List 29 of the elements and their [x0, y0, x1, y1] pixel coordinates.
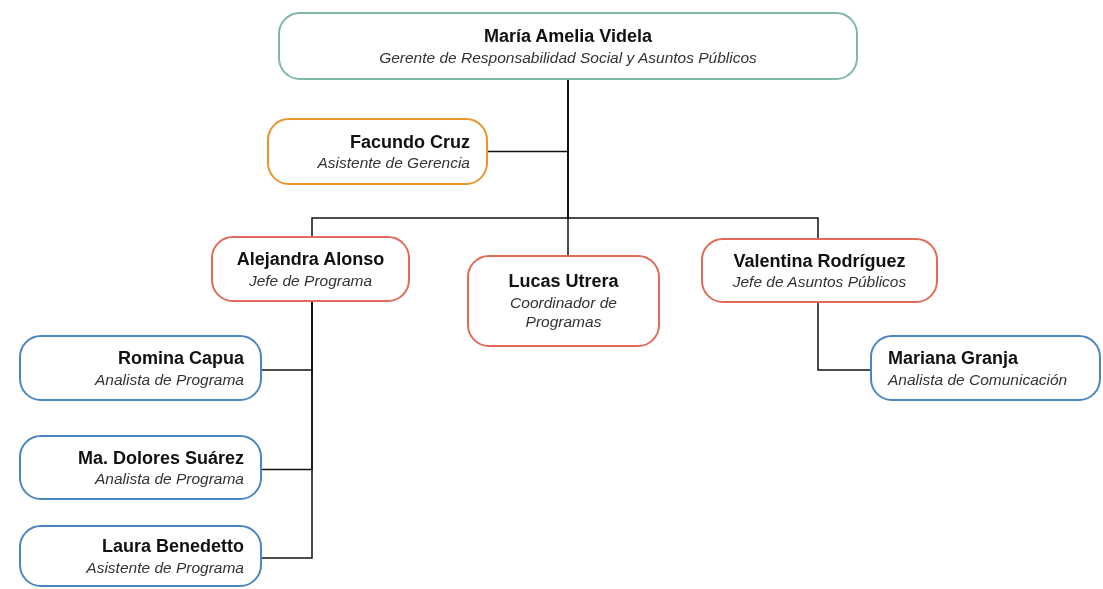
- person-name: Valentina Rodríguez: [733, 249, 906, 273]
- job-title: Gerente de Responsabilidad Social y Asuntos Públicos: [379, 47, 757, 67]
- job-title: Analista de Comunicación: [888, 369, 1068, 389]
- person-box: [278, 12, 858, 80]
- job-title: Jefe de Asuntos Públicos: [732, 272, 907, 292]
- connector-line: [261, 301, 313, 559]
- person-name: Lucas Utrera: [508, 270, 619, 293]
- person-name: Laura Benedetto: [101, 535, 244, 558]
- person-box: [211, 236, 410, 302]
- job-title: Coordinador de Programas: [509, 292, 618, 332]
- person-box: [19, 525, 262, 587]
- person-name: Alejandra Alonso: [236, 248, 385, 271]
- person-box: [19, 335, 262, 401]
- job-title: Asistente de Programa: [86, 557, 244, 577]
- person-box: [19, 435, 262, 500]
- job-title: Jefe de Programa: [248, 270, 373, 290]
- person-name: Romina Capua: [117, 347, 244, 370]
- job-title: Asistente de Gerencia: [317, 153, 470, 173]
- person-name: Ma. Dolores Suárez: [77, 446, 244, 470]
- connector-line: [817, 302, 871, 371]
- person-name: Facundo Cruz: [350, 130, 470, 154]
- person-box: [467, 255, 660, 347]
- person-box: [870, 335, 1101, 401]
- job-title: Analista de Programa: [94, 469, 244, 489]
- person-box: [267, 118, 488, 185]
- job-title: Analista de Programa: [94, 369, 244, 389]
- person-name: María Amelia Videla: [483, 25, 653, 48]
- person-name: Mariana Granja: [888, 347, 1019, 370]
- person-box: [701, 238, 938, 303]
